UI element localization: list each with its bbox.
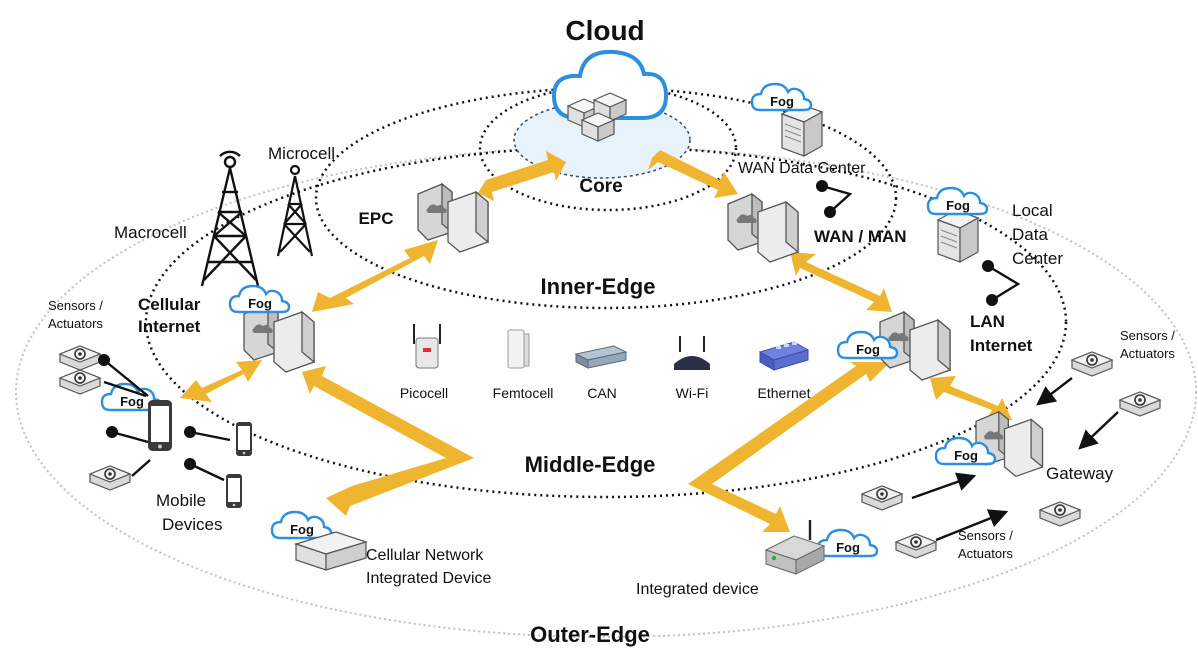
sensors-left-label-2: Actuators: [48, 316, 103, 331]
outer-edge-ring: [15, 146, 1197, 638]
integrated-device-icon: [764, 520, 826, 575]
femtocell-icon: [507, 329, 530, 369]
integrated-device-label: Integrated device: [636, 581, 759, 598]
wan-man-label: WAN / MAN: [814, 227, 907, 246]
tech-label-wifi: Wi-Fi: [676, 385, 709, 401]
middle-edge-label: Middle-Edge: [525, 452, 656, 477]
lan-internet-label-2: Internet: [970, 336, 1033, 355]
sensors-bottom-label-2: Actuators: [958, 546, 1013, 561]
epc-router-icon: [417, 183, 489, 253]
sensor-icon: [895, 533, 937, 559]
arrow-core-wan: [648, 150, 738, 198]
sensor-icon: [1071, 351, 1113, 377]
sensor-icon: [1119, 391, 1161, 417]
phone-icon: [236, 422, 252, 456]
fog-icon-wan: Fog: [750, 82, 813, 112]
sensors-right-label-1: Sensors /: [1120, 328, 1175, 343]
tech-label-ethernet: Ethernet: [758, 385, 811, 401]
sensor-icon: [89, 465, 131, 491]
svg-text:Fog: Fog: [946, 198, 970, 213]
svg-text:Fog: Fog: [856, 342, 880, 357]
svg-text:Fog: Fog: [836, 540, 860, 555]
fog-icon-mobile: Fog: [100, 382, 163, 412]
outer-edge-label: Outer-Edge: [530, 622, 650, 647]
lan-internet-label-1: LAN: [970, 312, 1005, 331]
wan-data-center-label: WAN Data Center: [738, 160, 866, 177]
arrow-epc-cellular: [312, 240, 438, 312]
sensor-icon: [861, 485, 903, 511]
arrow-lan-gateway: [930, 376, 1012, 420]
sensors-left-label-1: Sensors /: [48, 298, 103, 313]
cloud-title: Cloud: [565, 15, 644, 46]
svg-text:Fog: Fog: [290, 522, 314, 537]
svg-text:Fog: Fog: [954, 448, 978, 463]
can-icon: [574, 345, 628, 369]
svg-text:Fog: Fog: [120, 394, 144, 409]
sensor-icon: [59, 369, 101, 395]
mobile-devices-label-2: Devices: [162, 515, 222, 534]
phone-icon: [148, 400, 172, 451]
svg-text:Fog: Fog: [770, 94, 794, 109]
gateway-label: Gateway: [1046, 464, 1114, 483]
local-data-center-label-1: Local: [1012, 201, 1053, 220]
tech-label-can: CAN: [587, 385, 617, 401]
epc-label: EPC: [359, 209, 394, 228]
sensor-icon: [1039, 501, 1081, 527]
mobile-devices-label-1: Mobile: [156, 491, 206, 510]
cellular-network-device-icon: [294, 531, 368, 571]
svg-text:Fog: Fog: [248, 296, 272, 311]
microcell-label: Microcell: [268, 144, 335, 163]
fog-icon-cellular-device: Fog: [270, 510, 333, 540]
arrow-wan-lan: [790, 252, 892, 312]
gateway-router-icon: [975, 411, 1044, 478]
sensor-icon: [59, 345, 101, 371]
phone-icon: [226, 474, 242, 508]
fog-badges: Fog Fog Fog Fog Fog Fog Fog Fog: [100, 82, 997, 558]
core-label: Core: [579, 176, 622, 197]
picocell-icon: [413, 324, 441, 369]
cloud-icon: [551, 49, 669, 142]
fog-icon-lan: Fog: [836, 330, 899, 360]
cellular-internet-label: Cellular: [138, 295, 201, 314]
ethernet-icon: [758, 341, 810, 371]
cellular-device-label-1: Cellular Network: [366, 547, 484, 564]
cellular-internet-label-2: Internet: [138, 317, 201, 336]
fog-icon-integrated: Fog: [816, 528, 879, 558]
sensors-right-label-2: Actuators: [1120, 346, 1175, 361]
fog-icon-cellular: Fog: [228, 284, 291, 314]
fog-icon-gateway: Fog: [934, 436, 997, 466]
cellular-device-label-2: Integrated Device: [366, 570, 492, 587]
wan-data-center-icon: [781, 103, 823, 157]
arrow-cellular-mobile: [180, 360, 262, 402]
macrocell-label: Macrocell: [114, 223, 187, 242]
tech-label-femtocell: Femtocell: [493, 385, 554, 401]
arrow-core-epc: [478, 151, 566, 201]
macrocell-tower-icon: [200, 150, 260, 287]
arrow-v-right: [688, 362, 890, 532]
arrow-group: [180, 150, 1012, 532]
sensors-bottom-label-1: Sensors /: [958, 528, 1013, 543]
wan-router-icon: [727, 193, 799, 263]
wifi-icon: [674, 336, 710, 370]
local-data-center-label-2: Data: [1012, 225, 1048, 244]
arrow-v-left: [302, 366, 474, 516]
local-data-center-icon: [937, 209, 979, 263]
tech-label-picocell: Picocell: [400, 385, 448, 401]
fog-icon-local: Fog: [926, 186, 989, 216]
connector-lines: [98, 180, 1119, 542]
inner-edge-label: Inner-Edge: [541, 274, 656, 299]
microcell-tower-icon: [276, 164, 314, 257]
core-ring: [478, 84, 738, 212]
local-data-center-label-3: Center: [1012, 249, 1063, 268]
